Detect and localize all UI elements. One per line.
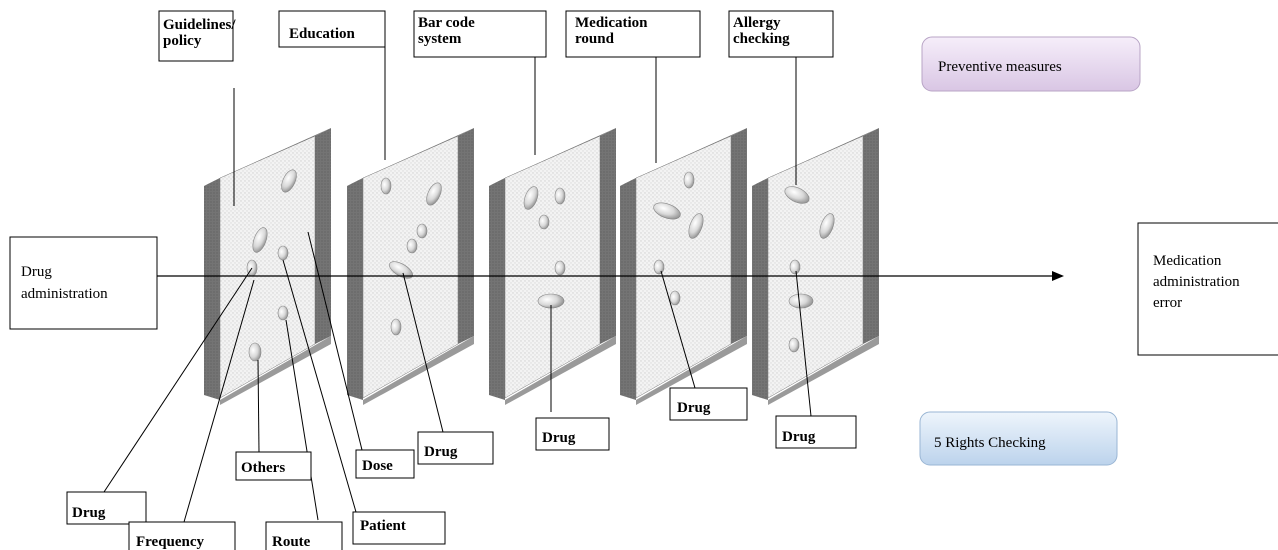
svg-text:checking: checking — [733, 31, 790, 47]
svg-text:Drug: Drug — [782, 429, 816, 445]
label-route: Route — [265, 521, 343, 550]
svg-text:Guidelines/: Guidelines/ — [163, 17, 236, 33]
svg-text:Patient: Patient — [360, 518, 406, 534]
svg-text:Frequency: Frequency — [136, 534, 205, 550]
svg-text:Route: Route — [272, 534, 311, 550]
label-bar-code-system: Bar code system — [413, 10, 547, 58]
svg-text:round: round — [575, 31, 615, 47]
label-dose: Dose — [355, 449, 415, 479]
label-allergy-checking: Allergy checking — [728, 10, 834, 58]
legend-preventive-measures: Preventive measures — [921, 36, 1141, 92]
legend-5-rights-checking: 5 Rights Checking — [919, 411, 1118, 466]
label-medication-round: Medication round — [565, 10, 701, 58]
svg-text:Others: Others — [241, 460, 285, 476]
svg-text:Drug: Drug — [677, 400, 711, 416]
input-drug-administration: Drug administration — [9, 236, 158, 330]
svg-text:Drug: Drug — [542, 430, 576, 446]
svg-text:Allergy: Allergy — [733, 15, 781, 31]
svg-text:Medication: Medication — [575, 15, 648, 31]
slice-barcode — [489, 128, 616, 405]
svg-text:system: system — [418, 31, 462, 47]
svg-text:error: error — [1153, 295, 1182, 311]
svg-text:Dose: Dose — [362, 458, 393, 474]
svg-text:policy: policy — [163, 33, 202, 49]
label-education: Education — [278, 10, 386, 48]
slice-medication-round — [620, 128, 747, 405]
slice-guidelines — [204, 128, 331, 405]
svg-text:Drug: Drug — [424, 444, 458, 460]
connector-lines — [103, 47, 812, 523]
label-drug-far-left: Drug — [66, 491, 147, 525]
label-guidelines-policy: Guidelines/ policy — [158, 10, 236, 62]
svg-text:Medication: Medication — [1153, 253, 1222, 269]
label-drug-slice2: Drug — [417, 431, 494, 465]
label-patient: Patient — [352, 511, 446, 545]
svg-text:Preventive measures: Preventive measures — [938, 59, 1062, 75]
svg-text:administration: administration — [1153, 274, 1240, 290]
svg-text:administration: administration — [21, 286, 108, 302]
label-frequency: Frequency — [128, 521, 236, 550]
svg-text:5 Rights Checking: 5 Rights Checking — [934, 435, 1046, 451]
label-drug-slice3: Drug — [535, 417, 610, 451]
label-drug-slice4: Drug — [669, 387, 748, 421]
svg-text:Drug: Drug — [72, 505, 106, 521]
svg-text:Bar code: Bar code — [418, 15, 475, 31]
output-medication-administration-error: Medication administration error — [1137, 222, 1278, 356]
slice-allergy — [752, 128, 879, 405]
label-others: Others — [235, 451, 312, 481]
slice-education — [347, 128, 474, 405]
svg-text:Education: Education — [289, 26, 356, 42]
svg-text:Drug: Drug — [21, 264, 52, 280]
label-drug-slice5: Drug — [775, 415, 857, 449]
